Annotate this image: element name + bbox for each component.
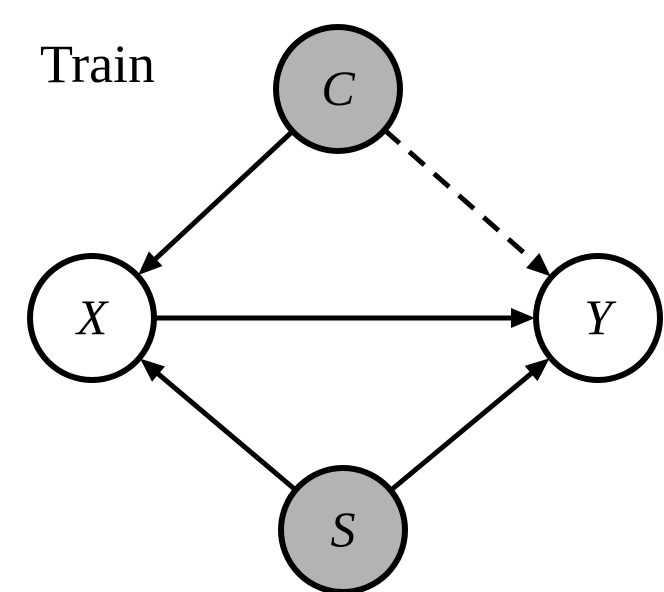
arrowhead xyxy=(526,252,551,277)
edge-c-to-y xyxy=(382,128,551,277)
edge-line xyxy=(155,370,298,492)
arrowhead xyxy=(524,358,550,382)
node-circle xyxy=(278,465,408,592)
node-label: X xyxy=(75,289,110,345)
node-c: C xyxy=(273,24,403,154)
arrowhead xyxy=(138,251,163,276)
node-y: Y xyxy=(533,253,663,383)
node-circle xyxy=(27,253,157,383)
node-label: S xyxy=(331,501,356,557)
node-circle xyxy=(533,253,663,383)
edge-line xyxy=(382,128,536,264)
node-label: Y xyxy=(584,289,617,345)
edge-line xyxy=(152,129,295,262)
node-x: X xyxy=(27,253,157,383)
edge-s-to-y xyxy=(389,358,550,493)
node-label: C xyxy=(321,60,355,116)
edge-line xyxy=(389,370,535,493)
edge-s-to-x xyxy=(140,358,298,492)
diagram-title: Train xyxy=(40,34,155,94)
edge-x-to-y xyxy=(154,308,535,328)
arrowhead xyxy=(511,308,535,328)
nodes-layer: C X Y S xyxy=(27,24,663,592)
arrowhead xyxy=(140,358,165,382)
edge-c-to-x xyxy=(138,129,295,276)
edges-layer xyxy=(138,128,551,493)
node-s: S xyxy=(278,465,408,592)
node-circle xyxy=(273,24,403,154)
